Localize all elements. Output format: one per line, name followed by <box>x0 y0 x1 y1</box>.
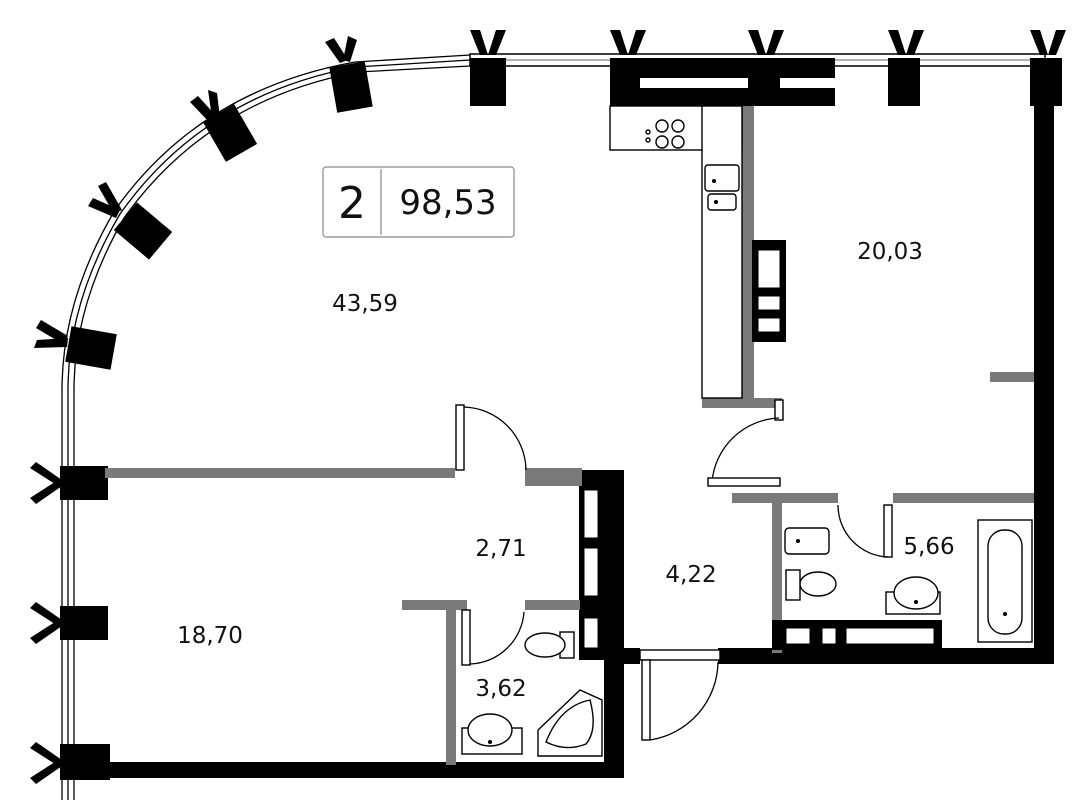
facade-brackets <box>30 30 1066 784</box>
bath-main-fixtures <box>784 519 1033 643</box>
kitchen-partition-h <box>702 398 782 408</box>
shaft <box>579 470 604 660</box>
doors <box>455 399 893 741</box>
area-hall-small: 2,71 <box>475 536 526 562</box>
partition-bath-small-top-r <box>525 600 580 610</box>
area-corridor: 4,22 <box>665 562 716 588</box>
bedroom-closet-wall <box>752 240 786 342</box>
total-area: 98,53 <box>399 183 496 223</box>
bath-small-fixtures <box>461 631 603 757</box>
area-bathroom-main: 5,66 <box>903 534 954 560</box>
rooms-count: 2 <box>338 178 366 229</box>
kitchen-partition-v <box>742 106 754 406</box>
bottom-wall-right <box>718 648 1054 664</box>
partition-bath-main-top-l <box>732 493 838 503</box>
top-beam <box>610 58 835 106</box>
bath-main-band-cells <box>785 627 935 645</box>
kitchen-counter <box>609 105 743 399</box>
area-room: 18,70 <box>177 623 243 649</box>
shaft-wall <box>604 470 624 770</box>
area-bathroom-small: 3,62 <box>475 676 526 702</box>
facade-pillars <box>60 58 1062 780</box>
apartment-badge: 2 98,53 <box>322 166 515 238</box>
bottom-wall-left <box>62 762 624 778</box>
partition-bath-main-top-r <box>893 493 1034 503</box>
partition-bath-small-top-l <box>402 600 467 610</box>
area-bedroom: 20,03 <box>857 239 923 265</box>
right-exterior-wall <box>1034 90 1054 662</box>
bedroom-stub <box>990 372 1034 382</box>
partition-bath-main-left <box>772 493 782 653</box>
partition-hall-top <box>525 468 582 486</box>
area-living-kitchen: 43,59 <box>332 291 398 317</box>
partition-bath-small-left <box>446 600 456 765</box>
partition-room <box>105 468 455 478</box>
